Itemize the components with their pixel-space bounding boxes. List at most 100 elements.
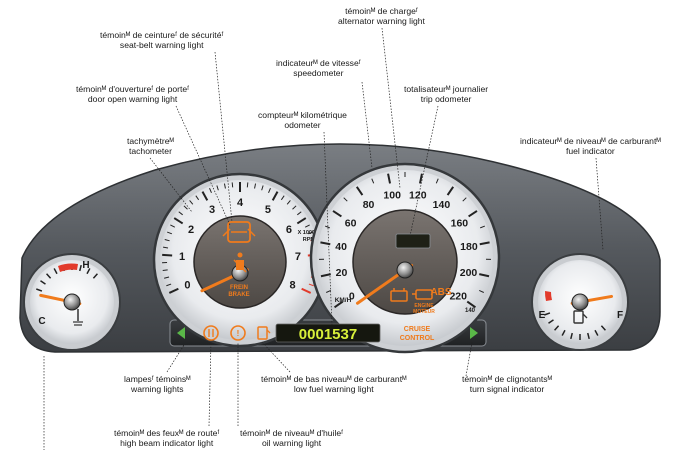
fuel-tick xyxy=(570,332,573,340)
label-turn-fr: témoinᴹ de clignotantsᴹ xyxy=(462,374,552,384)
tachometer-tick xyxy=(167,231,173,235)
speedometer-tick xyxy=(333,300,344,309)
speedometer-needle-hub xyxy=(396,261,414,279)
tachometer-tick xyxy=(304,224,310,228)
tachometer-tick xyxy=(162,246,169,249)
tachometer-tick-label: 6 xyxy=(286,224,292,236)
tachometer-tick xyxy=(178,211,183,216)
speedometer-tick-label: 140 xyxy=(433,199,451,211)
leader-line xyxy=(208,341,212,427)
speedometer-tick xyxy=(466,300,477,309)
label-high-beam-indicator-light: témoinᴹ des feuxᴹ de routeᶠ high beam in… xyxy=(114,428,219,448)
fuel-tick xyxy=(548,319,554,324)
odometer-value: 0001537 xyxy=(299,326,357,343)
speedometer-tick-label: 100 xyxy=(383,189,401,201)
label-door-fr: témoinᴹ d'ouvertureᶠ de porteᶠ xyxy=(76,84,190,94)
leader-line xyxy=(261,341,291,373)
tachometer-tick xyxy=(189,200,194,205)
tachometer-unit-line1: X 1000 xyxy=(298,230,315,236)
tachometer-tick xyxy=(297,211,302,216)
brake-warning-line2: BRAKE xyxy=(228,292,249,298)
speedometer-tick-label: 60 xyxy=(345,217,357,229)
tachometer-tick xyxy=(164,239,170,242)
label-odometer-en: odometer xyxy=(284,120,321,130)
leader-line xyxy=(595,157,604,251)
label-lowfuel-fr: témoinᴹ de bas niveauᴹ de carburantᴹ xyxy=(261,374,407,384)
temperature-tick xyxy=(79,264,82,272)
label-lowfuel-en: low fuel warning light xyxy=(293,384,374,394)
speedometer-tick xyxy=(332,210,342,218)
fuel-tick xyxy=(544,312,551,316)
tachometer-tick xyxy=(162,269,168,272)
cruise-control-line1: CRUISE xyxy=(404,326,431,333)
tachometer-tick-label: 3 xyxy=(209,204,215,216)
label-tachometer: tachymètreᴹ tachometer xyxy=(127,136,174,156)
low-fuel-warning-icon xyxy=(257,326,271,340)
leader-line xyxy=(214,51,233,223)
tachometer-tick xyxy=(216,185,219,191)
label-highbeam-fr: témoinᴹ des feuxᴹ de routeᶠ xyxy=(114,428,220,438)
label-oil-fr: témoinᴹ de niveauᴹ d'huileᶠ xyxy=(240,428,344,438)
trip-odometer-lcd xyxy=(395,233,431,249)
temperature-red-zone xyxy=(58,263,78,272)
tachometer-tick-label: 8 xyxy=(290,280,296,292)
leader-line xyxy=(409,105,439,237)
tachometer-tick xyxy=(195,195,200,201)
leader-line xyxy=(361,81,373,169)
tachometer-tick xyxy=(201,191,209,201)
temperature-tick xyxy=(40,280,46,285)
temperature-needle-hub xyxy=(63,293,81,311)
fuel-pump-icon xyxy=(573,310,588,324)
leader-line xyxy=(166,344,185,373)
tachometer-tick xyxy=(183,205,188,210)
tachometer-tick-label: 7 xyxy=(295,251,301,263)
tachometer-tick xyxy=(296,217,307,225)
speedometer-tick-label: 40 xyxy=(335,241,347,253)
tachometer-tick xyxy=(162,253,173,257)
engine-check-icon xyxy=(412,289,433,300)
label-trip-en: trip odometer xyxy=(420,94,472,104)
label-alternator-en: alternator warning light xyxy=(338,16,425,26)
speedometer-tick xyxy=(418,173,423,184)
label-door-en: door open warning light xyxy=(87,94,178,104)
seat-belt-warning-icon xyxy=(233,252,247,273)
label-fuel-fr: indicateurᴹ de niveauᴹ de carburantᴹ xyxy=(520,136,661,146)
svg-text:!: ! xyxy=(237,329,240,338)
label-seatbelt-fr: témoinᴹ de ceintureᶠ de sécuritéᶠ xyxy=(100,30,224,40)
label-seatbelt-en: seat-belt warning light xyxy=(119,40,204,50)
fuel-empty-label: E xyxy=(539,310,546,321)
speedometer-tick xyxy=(479,290,484,293)
door-open-warning-icon xyxy=(222,221,256,243)
tachometer-tick xyxy=(209,188,212,193)
speedometer-tick-label: 20 xyxy=(336,267,348,279)
tachometer-tick-label: 5 xyxy=(265,204,271,216)
label-tachometer-en: tachometer xyxy=(128,146,172,156)
odometer-lcd xyxy=(275,323,381,343)
temperature-tick xyxy=(53,268,58,275)
fuel-tick xyxy=(594,329,599,336)
speedometer-tick xyxy=(324,225,330,229)
label-speedometer: indicateurᴹ de vitesseᶠ speedometer xyxy=(276,58,361,78)
label-door-open-warning-light: témoinᴹ d'ouvertureᶠ de porteᶠ door open… xyxy=(76,84,189,104)
tachometer-tick xyxy=(271,191,279,201)
label-tachometer-fr: tachymètreᴹ xyxy=(127,136,174,146)
label-highbeam-en: high beam indicator light xyxy=(120,438,214,448)
label-seat-belt-warning-light: témoinᴹ de ceintureᶠ de sécuritéᶠ seat-b… xyxy=(100,30,223,50)
tachometer-tick xyxy=(307,231,313,235)
temperature-tick xyxy=(86,268,91,275)
leader-line xyxy=(175,105,231,226)
tachometer-tick-label: 2 xyxy=(188,224,194,236)
temperature-tick xyxy=(46,273,52,279)
label-trip-fr: totalisateurᴹ journalier xyxy=(404,84,489,94)
fuel-tick xyxy=(600,325,606,331)
tachometer-tick xyxy=(254,183,257,189)
label-speedometer-en: speedometer xyxy=(293,68,344,78)
tachometer-tick xyxy=(170,224,176,228)
speedometer-tick-label: 180 xyxy=(460,241,478,253)
speedometer-tick xyxy=(480,225,486,229)
speedometer-tick-label: 220 xyxy=(449,290,467,302)
tachometer-tick-label: 1 xyxy=(179,251,185,263)
tachometer-tick xyxy=(268,188,271,193)
